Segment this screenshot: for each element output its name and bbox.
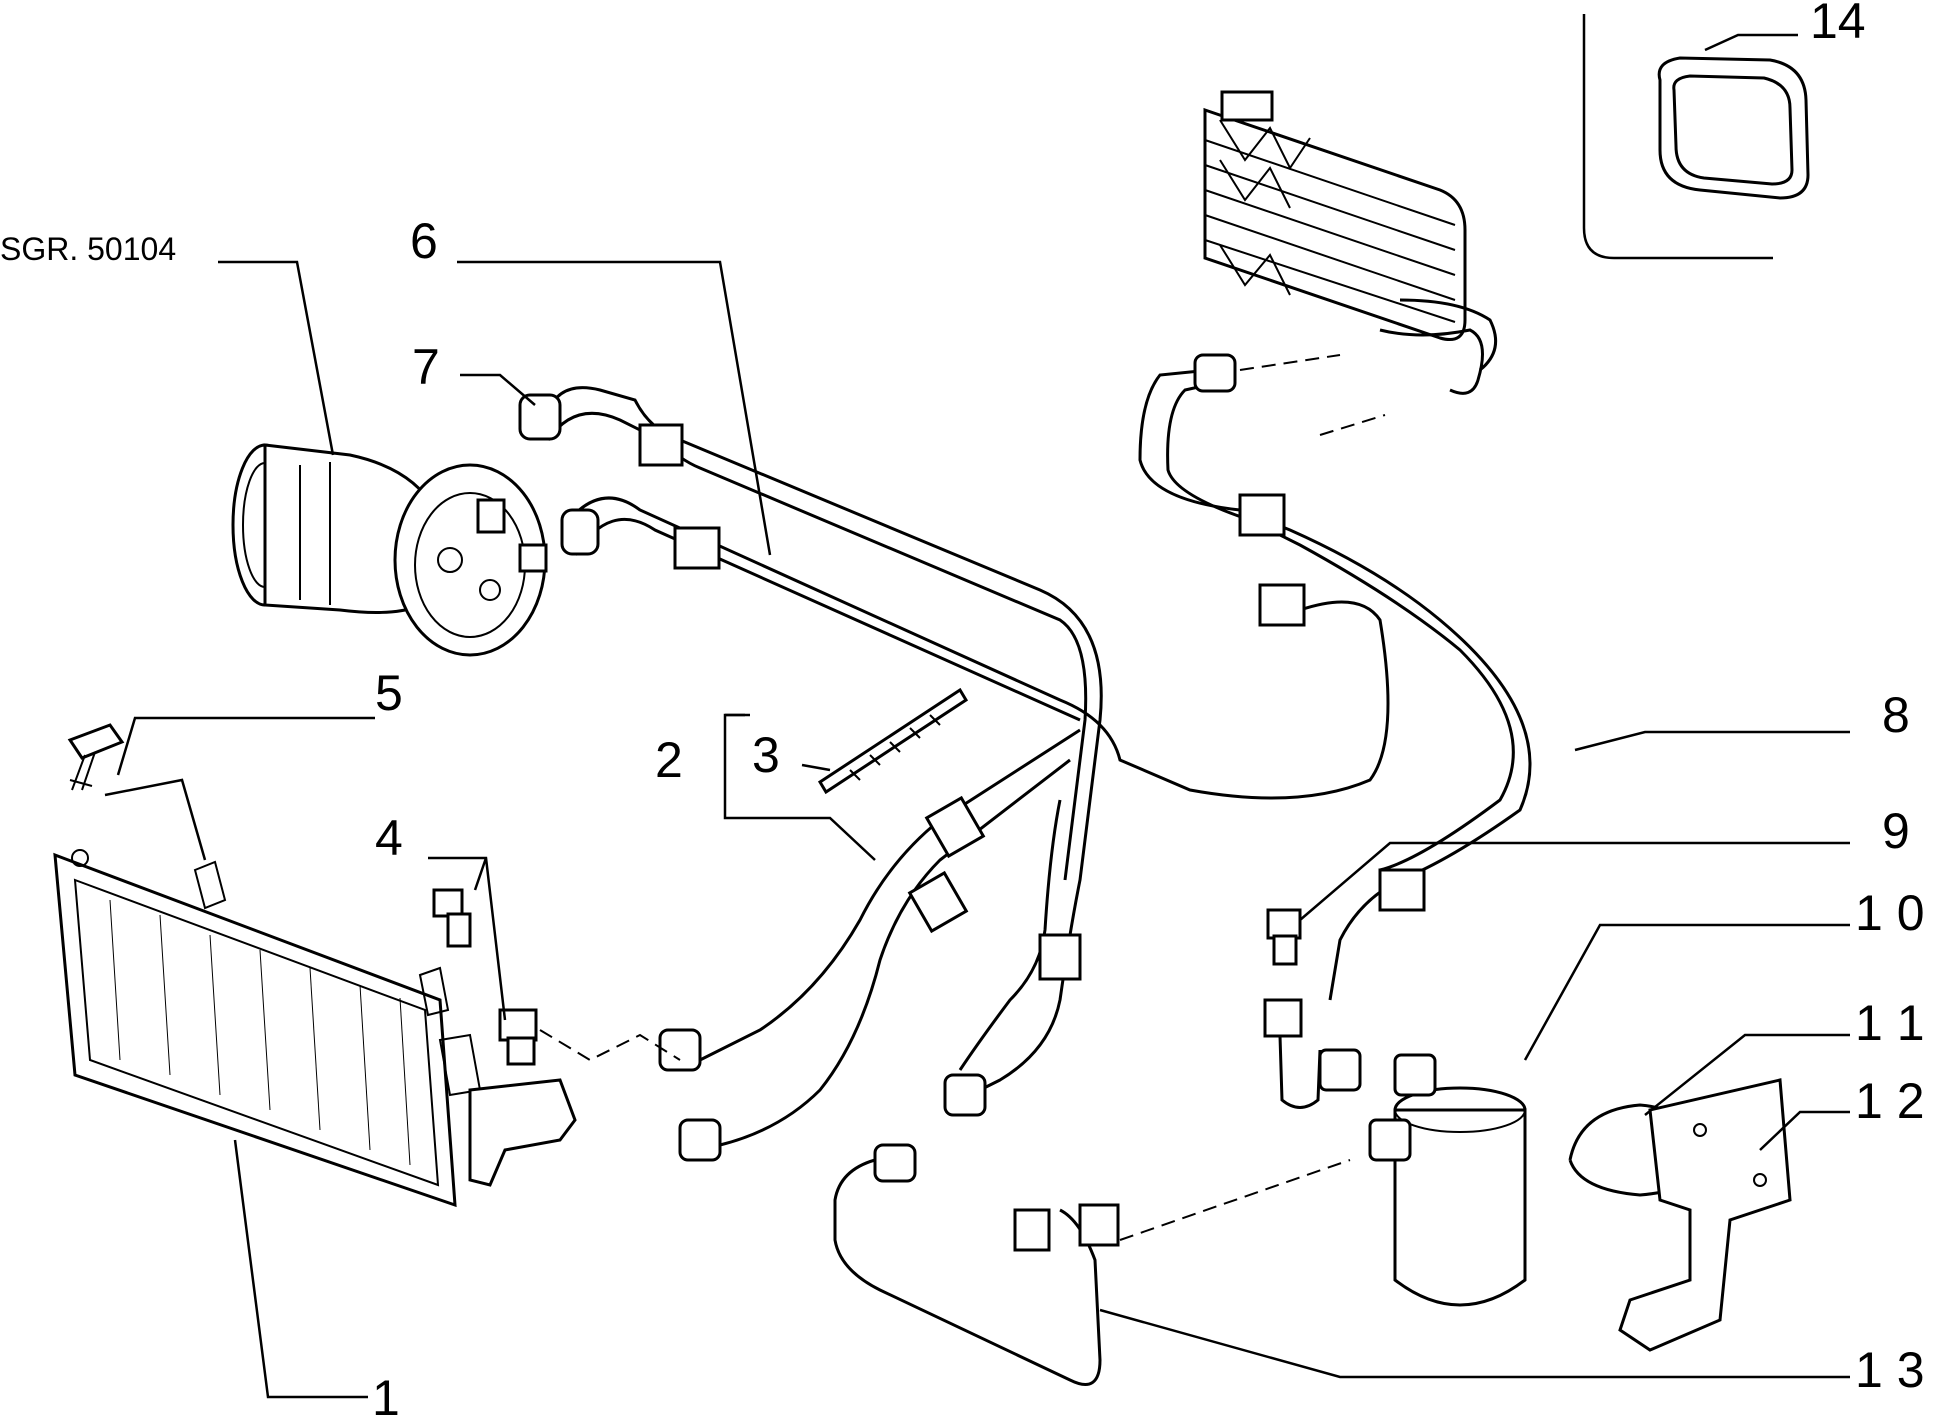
pressure-switch-9	[1266, 908, 1302, 966]
callout-10: 1 0	[1855, 885, 1925, 941]
reference-label: SGR. 50104	[0, 231, 176, 267]
drier-bracket-11-12	[1568, 1078, 1792, 1352]
bracket-left	[468, 1078, 577, 1187]
callout-3: 3	[752, 727, 780, 783]
valve-core-3	[817, 687, 969, 795]
condenser	[53, 849, 482, 1208]
inset-frame	[1582, 14, 1773, 260]
leader-lines	[104, 33, 1850, 1399]
callout-7: 7	[412, 339, 440, 395]
hose-8	[1138, 353, 1532, 1001]
callout-1: 1	[372, 1370, 400, 1415]
callout-2: 2	[655, 732, 683, 788]
hose-2	[658, 728, 1081, 1162]
callout-14: 14	[1810, 0, 1866, 49]
callout-5: 5	[375, 665, 403, 721]
callout-4: 4	[375, 810, 403, 866]
bolt-5	[67, 723, 125, 791]
assembly-dashed-lines	[539, 354, 1386, 1241]
callout-9: 9	[1882, 803, 1910, 859]
callout-8: 8	[1882, 687, 1910, 743]
callout-6: 6	[410, 213, 438, 269]
receiver-drier-10	[1368, 1053, 1527, 1307]
seal-ring-14	[1657, 56, 1810, 200]
evaporator	[1203, 90, 1498, 395]
valve-fitting	[1263, 998, 1362, 1109]
hose-7	[518, 386, 1103, 1102]
pressure-switch-4	[432, 888, 538, 1066]
compressor	[231, 443, 548, 657]
callout-11: 1 1	[1855, 995, 1925, 1051]
hose-6	[560, 496, 1390, 800]
callout-13: 1 3	[1855, 1342, 1925, 1398]
lower-lines	[833, 799, 1120, 1386]
callout-12: 1 2	[1855, 1073, 1925, 1129]
